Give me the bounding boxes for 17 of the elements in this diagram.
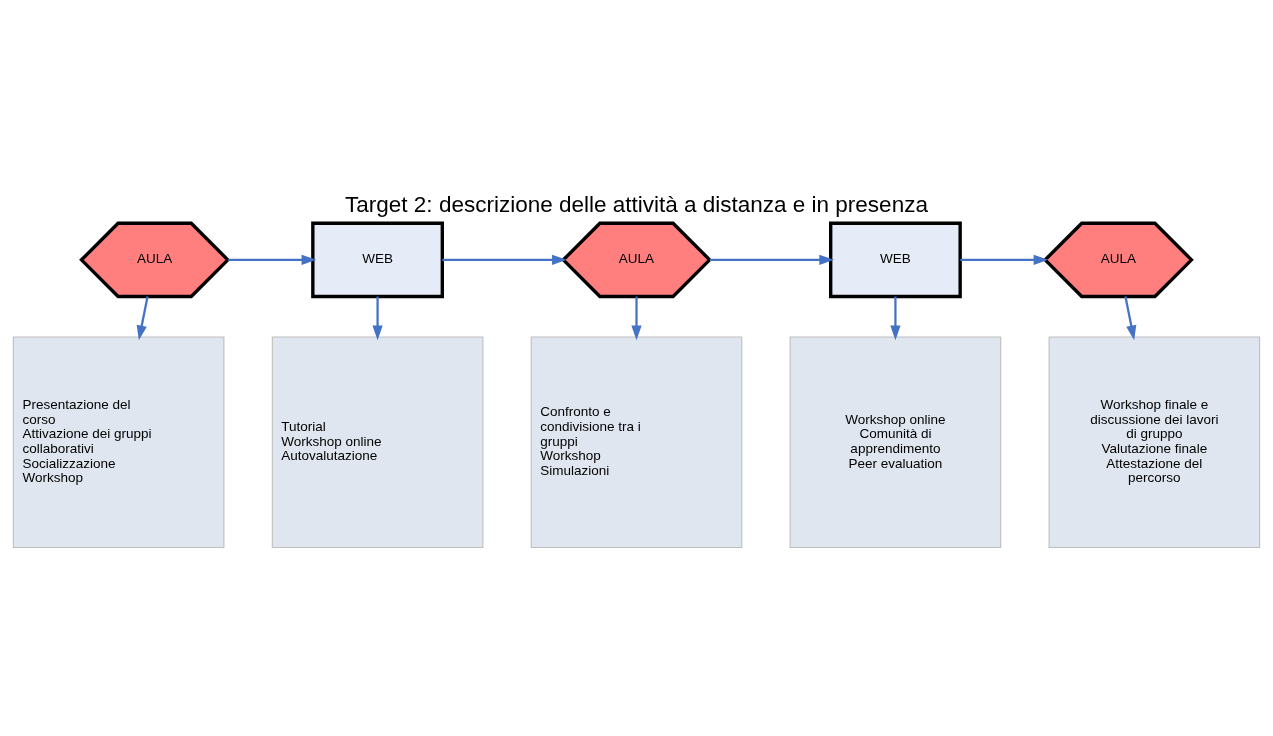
arrow [372, 296, 383, 340]
node-box: WEB [829, 221, 962, 298]
diagram-title: Target 2: descrizione delle attività a distanza e in presenza [345, 191, 928, 217]
arrow [709, 254, 834, 265]
arrow [136, 295, 149, 340]
node-box: Tutorial Workshop online Autovalutazione [271, 335, 484, 548]
arrow [442, 254, 567, 265]
arrow [1124, 295, 1137, 340]
arrow [228, 254, 317, 265]
node-box: Workshop finale e discussione dei lavori di gruppo Valutazione finale Attestazione del percorso [1048, 335, 1261, 548]
arrow [890, 296, 901, 340]
arrow [631, 296, 642, 340]
node-box: WEB [311, 221, 444, 298]
arrow [960, 254, 1049, 265]
node-box: Workshop online Comunità di apprendimento Peer evaluation [789, 335, 1002, 548]
node-box: Confronto e condivisione tra i gruppi Workshop Simulazioni [530, 335, 743, 548]
node-box: Presentazione del corso Attivazione dei gruppi collaborativi Socializzazione Workshop [12, 335, 225, 548]
